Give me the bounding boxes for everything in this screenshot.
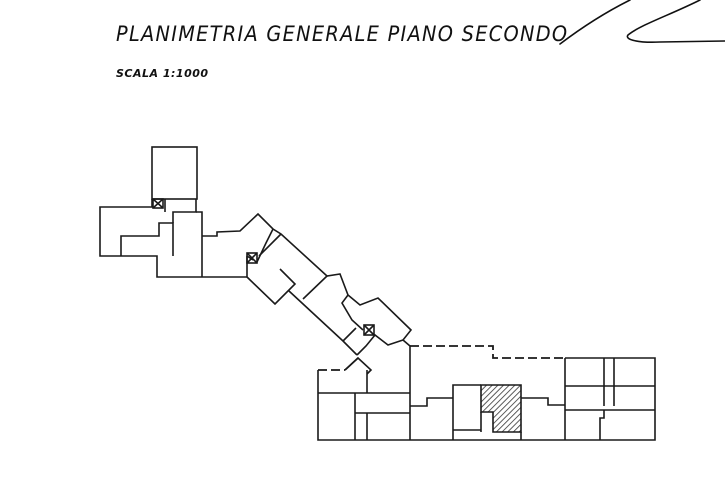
- signature: [559, 0, 725, 45]
- north-wing: [99, 146, 413, 341]
- scale-label: SCALA 1:1000: [116, 67, 209, 80]
- drawing-title: PLANIMETRIA GENERALE PIANO SECONDO: [116, 22, 569, 46]
- south-block: [317, 339, 656, 441]
- hatched-unit: [480, 384, 522, 433]
- diagonal-wing: [246, 228, 404, 375]
